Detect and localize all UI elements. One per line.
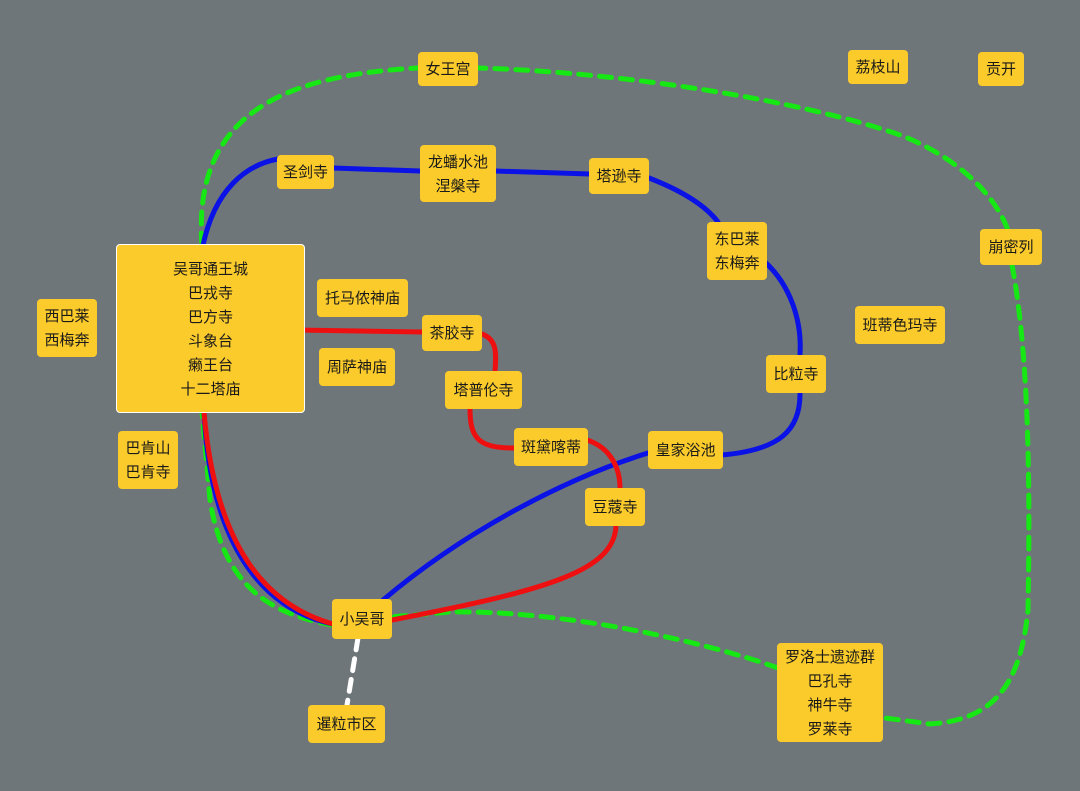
node-label: 豆蔻寺 (592, 498, 638, 516)
node-label: 神牛寺 (807, 695, 853, 714)
node-label: 东梅奔 (714, 254, 760, 272)
node-gongkai[interactable]: 贡开 (978, 52, 1024, 86)
node-bili[interactable]: 比粒寺 (766, 355, 826, 393)
node-longpan[interactable]: 龙蟠水池 涅槃寺 (420, 145, 496, 202)
blue-route-segment-c (646, 175, 721, 225)
node-nvwang[interactable]: 女王宫 (418, 52, 478, 86)
blue-route-segment-f (380, 450, 651, 603)
node-label: 塔普伦寺 (453, 381, 514, 399)
blue-route-north (200, 156, 281, 248)
blue-route-segment-a (330, 165, 423, 174)
node-bengmie[interactable]: 崩密列 (980, 229, 1042, 265)
white-route-spur (344, 635, 361, 708)
red-route-west (201, 409, 336, 627)
node-label: 涅槃寺 (435, 176, 481, 195)
node-label: 斗象台 (187, 331, 233, 350)
node-bakenshan[interactable]: 巴肯山 巴肯寺 (118, 431, 178, 489)
red-route-segment-e (389, 522, 619, 623)
node-xiaowu[interactable]: 小吴哥 (332, 599, 392, 639)
node-label: 班蒂色玛寺 (862, 316, 938, 334)
node-label: 吴哥通王城 (172, 259, 248, 278)
node-label: 女王宫 (425, 60, 471, 78)
node-label: 荔枝山 (855, 58, 901, 76)
node-zhousa[interactable]: 周萨神庙 (319, 348, 395, 386)
node-label: 龙蟠水池 (427, 152, 488, 171)
node-label: 十二塔庙 (180, 379, 241, 398)
node-luoluo[interactable]: 罗洛士遗迹群 巴孔寺 神牛寺 罗莱寺 (777, 643, 883, 742)
node-label: 西梅奔 (44, 331, 90, 349)
node-tuoma[interactable]: 托马侬神庙 (317, 279, 408, 317)
node-label: 巴戎寺 (187, 283, 233, 302)
green-route-east (882, 262, 1032, 727)
red-route-segment-a (294, 327, 426, 335)
red-route-segment-b (479, 331, 499, 375)
node-label: 塔逊寺 (596, 167, 642, 185)
node-label: 崩密列 (988, 238, 1034, 256)
node-label: 比粒寺 (773, 365, 819, 383)
node-tapulun[interactable]: 塔普伦寺 (445, 371, 522, 409)
node-shengjian[interactable]: 圣剑寺 (277, 155, 334, 189)
node-chajiao[interactable]: 茶胶寺 (422, 315, 482, 351)
node-xianli[interactable]: 暹粒市区 (308, 705, 385, 743)
node-lizhi[interactable]: 荔枝山 (848, 50, 908, 84)
blue-route-segment-b (492, 168, 593, 177)
node-label: 癞王台 (187, 355, 233, 374)
node-huangjia[interactable]: 皇家浴池 (648, 431, 723, 469)
green-route-south (387, 609, 781, 671)
node-label: 巴方寺 (187, 307, 233, 326)
node-bandai[interactable]: 斑黛喀蒂 (514, 428, 588, 466)
node-label: 巴肯山 (125, 439, 171, 457)
node-wuge[interactable]: 吴哥通王城 巴戎寺 巴方寺 斗象台 癞王台 十二塔庙 (116, 244, 305, 413)
node-dongbalai[interactable]: 东巴莱 东梅奔 (707, 222, 767, 280)
node-label: 罗莱寺 (807, 719, 853, 738)
node-bandise[interactable]: 班蒂色玛寺 (855, 306, 945, 344)
blue-route-segment-e (719, 391, 803, 458)
red-route-segment-c (467, 406, 518, 451)
blue-route-segment-d (762, 259, 803, 357)
node-doukou[interactable]: 豆蔻寺 (585, 488, 645, 526)
red-route-segment-d (584, 437, 623, 491)
node-label: 贡开 (985, 60, 1016, 78)
node-label: 皇家浴池 (655, 441, 716, 459)
node-label: 小吴哥 (339, 610, 385, 628)
node-label: 巴孔寺 (807, 671, 853, 690)
node-label: 西巴莱 (44, 307, 90, 325)
node-label: 斑黛喀蒂 (520, 438, 581, 456)
node-label: 暹粒市区 (316, 715, 377, 733)
node-xibalai[interactable]: 西巴莱 西梅奔 (37, 299, 97, 357)
green-route-north (198, 65, 1015, 248)
node-label: 圣剑寺 (282, 163, 328, 181)
node-label: 巴肯寺 (125, 463, 171, 481)
node-label: 托马侬神庙 (324, 289, 400, 307)
node-label: 东巴莱 (714, 230, 760, 248)
node-taxun[interactable]: 塔逊寺 (589, 158, 649, 194)
node-label: 罗洛士遗迹群 (784, 647, 875, 666)
node-label: 茶胶寺 (429, 324, 475, 342)
node-label: 周萨神庙 (326, 358, 387, 376)
